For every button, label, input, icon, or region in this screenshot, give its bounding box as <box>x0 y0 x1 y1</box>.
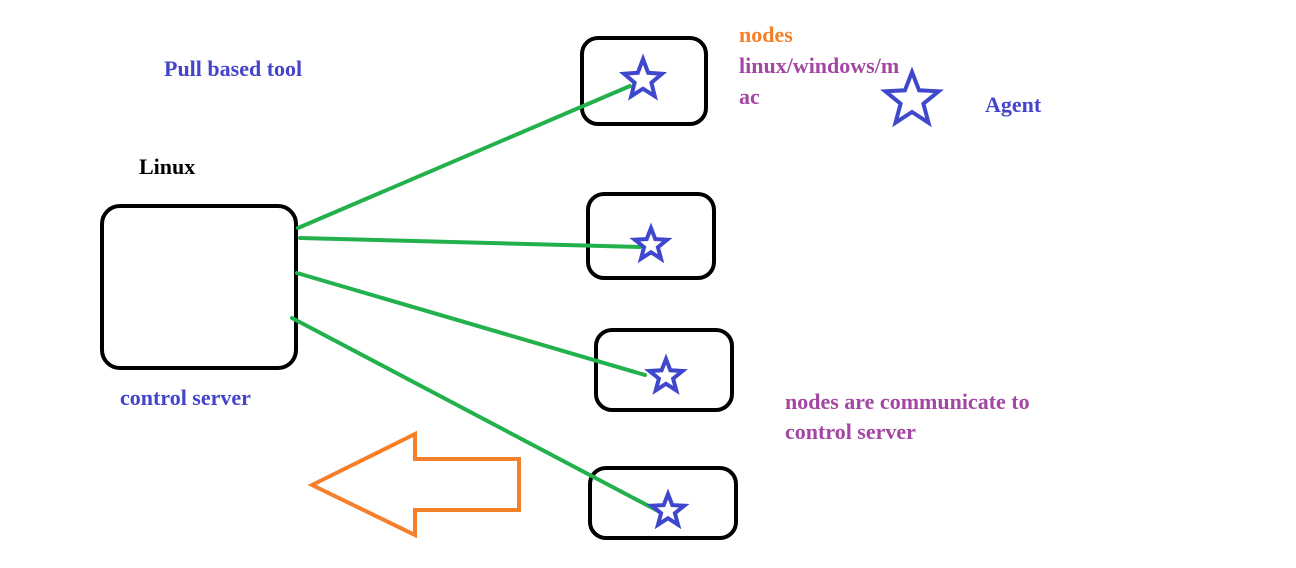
note-line1: nodes are communicate to <box>785 389 1030 414</box>
nodes-label: nodes <box>739 22 793 47</box>
agent-label: Agent <box>985 92 1042 117</box>
star-icon <box>880 66 944 128</box>
star-icon <box>644 353 688 395</box>
connector-line-4 <box>290 316 662 514</box>
star-icon <box>646 488 690 530</box>
note-line2: control server <box>785 419 916 444</box>
control-server-box <box>100 204 298 370</box>
title-label: Pull based tool <box>164 56 303 81</box>
node-box-4 <box>588 466 738 540</box>
connector-line-1 <box>296 84 632 230</box>
connector-line-2 <box>298 236 642 249</box>
connector-line-3 <box>295 271 647 377</box>
os-label: Linux <box>139 154 196 179</box>
star-icon <box>618 53 668 101</box>
nodes-os-label-line2: ac <box>739 84 760 109</box>
left-arrow-icon <box>307 430 521 539</box>
server-label: control server <box>120 385 251 410</box>
node-box-1 <box>580 36 708 126</box>
star-icon <box>629 222 673 264</box>
node-box-3 <box>594 328 734 412</box>
nodes-os-label-line1: linux/windows/m <box>739 53 900 78</box>
node-box-2 <box>586 192 716 280</box>
